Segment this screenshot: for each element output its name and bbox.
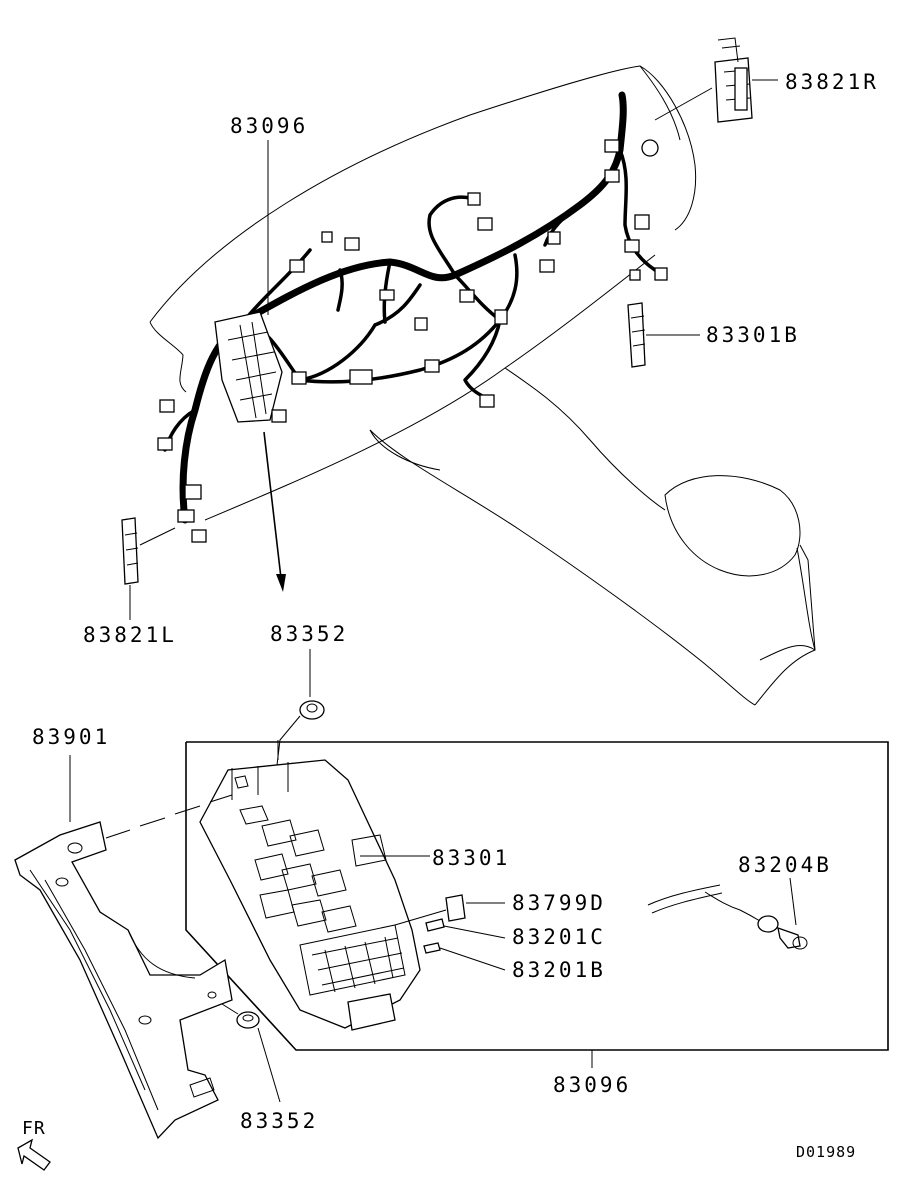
box-right (627, 302, 700, 368)
label-relay-left: 83821L (83, 623, 177, 647)
junction-block (199, 740, 430, 1031)
label-diagram-ref: D01989 (796, 1143, 856, 1161)
dashboard-outline (149, 65, 816, 706)
fuse-c (425, 918, 506, 939)
label-fuse-b: 83201B (512, 958, 606, 982)
label-harness-top: 83096 (230, 114, 308, 138)
fuse-d (394, 894, 505, 926)
label-fuse-c: 83201C (512, 925, 606, 949)
label-relay-right: 83821R (785, 70, 879, 94)
label-box-right: 83301B (706, 323, 800, 347)
harness-connectors (157, 139, 668, 543)
label-nut-bottom: 83352 (240, 1109, 318, 1133)
label-direction: FR (22, 1118, 46, 1139)
label-nut-top: 83352 (270, 622, 348, 646)
main-wiring-harness (157, 91, 668, 543)
label-bulb: 83204B (738, 853, 832, 877)
relay-right (654, 37, 778, 123)
nut-top (276, 649, 325, 766)
label-junction-block: 83301 (432, 846, 510, 870)
relay-left (121, 517, 176, 620)
bulb-socket (647, 877, 808, 950)
front-direction-arrow (17, 1138, 51, 1171)
bracket (14, 755, 233, 1140)
label-fuse-d: 83799D (512, 891, 606, 915)
fuse-b (423, 942, 506, 971)
nut-bottom (221, 1003, 281, 1103)
detail-arrow (263, 431, 286, 592)
harness-junction-block (214, 311, 283, 423)
label-bracket: 83901 (32, 725, 110, 749)
label-harness-bottom: 83096 (553, 1073, 631, 1097)
exploded-view-frame (185, 741, 889, 1068)
